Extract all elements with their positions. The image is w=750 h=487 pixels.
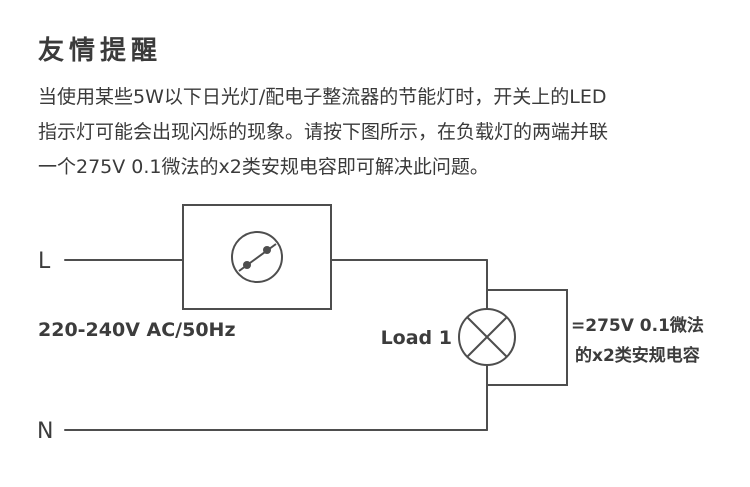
live-terminal-label: L [38,249,51,274]
circuit-diagram: L 220-240V AC/50Hz Load 1 =275V 0.1微法 的x… [37,204,704,444]
notice-line-1: 当使用某些5W以下日光灯/配电子整流器的节能灯时，开关上的LED [38,86,607,108]
capacitor-note-line-1: =275V 0.1微法 [571,315,704,336]
page-title: 友情提醒 [38,36,163,66]
notice-paragraph: 当使用某些5W以下日光灯/配电子整流器的节能灯时，开关上的LED 指示灯可能会出… [38,80,728,185]
lamp-symbol-cross-2 [466,316,508,358]
switch-symbol-circle [231,231,283,283]
load-label: Load 1 [381,327,452,349]
switch-box [182,204,332,310]
notice-line-3: 一个275V 0.1微法的x2类安规电容即可解决此问题。 [38,156,489,178]
notice-line-2: 指示灯可能会出现闪烁的现象。请按下图所示，在负载灯的两端并联 [38,121,609,143]
switch-contact-dot-right [263,246,271,254]
neutral-terminal-label: N [37,419,53,444]
capacitor-note-line-2: 的x2类安规电容 [575,345,700,366]
supply-voltage-label: 220-240V AC/50Hz [38,319,236,341]
switch-contact-dot-left [243,261,251,269]
